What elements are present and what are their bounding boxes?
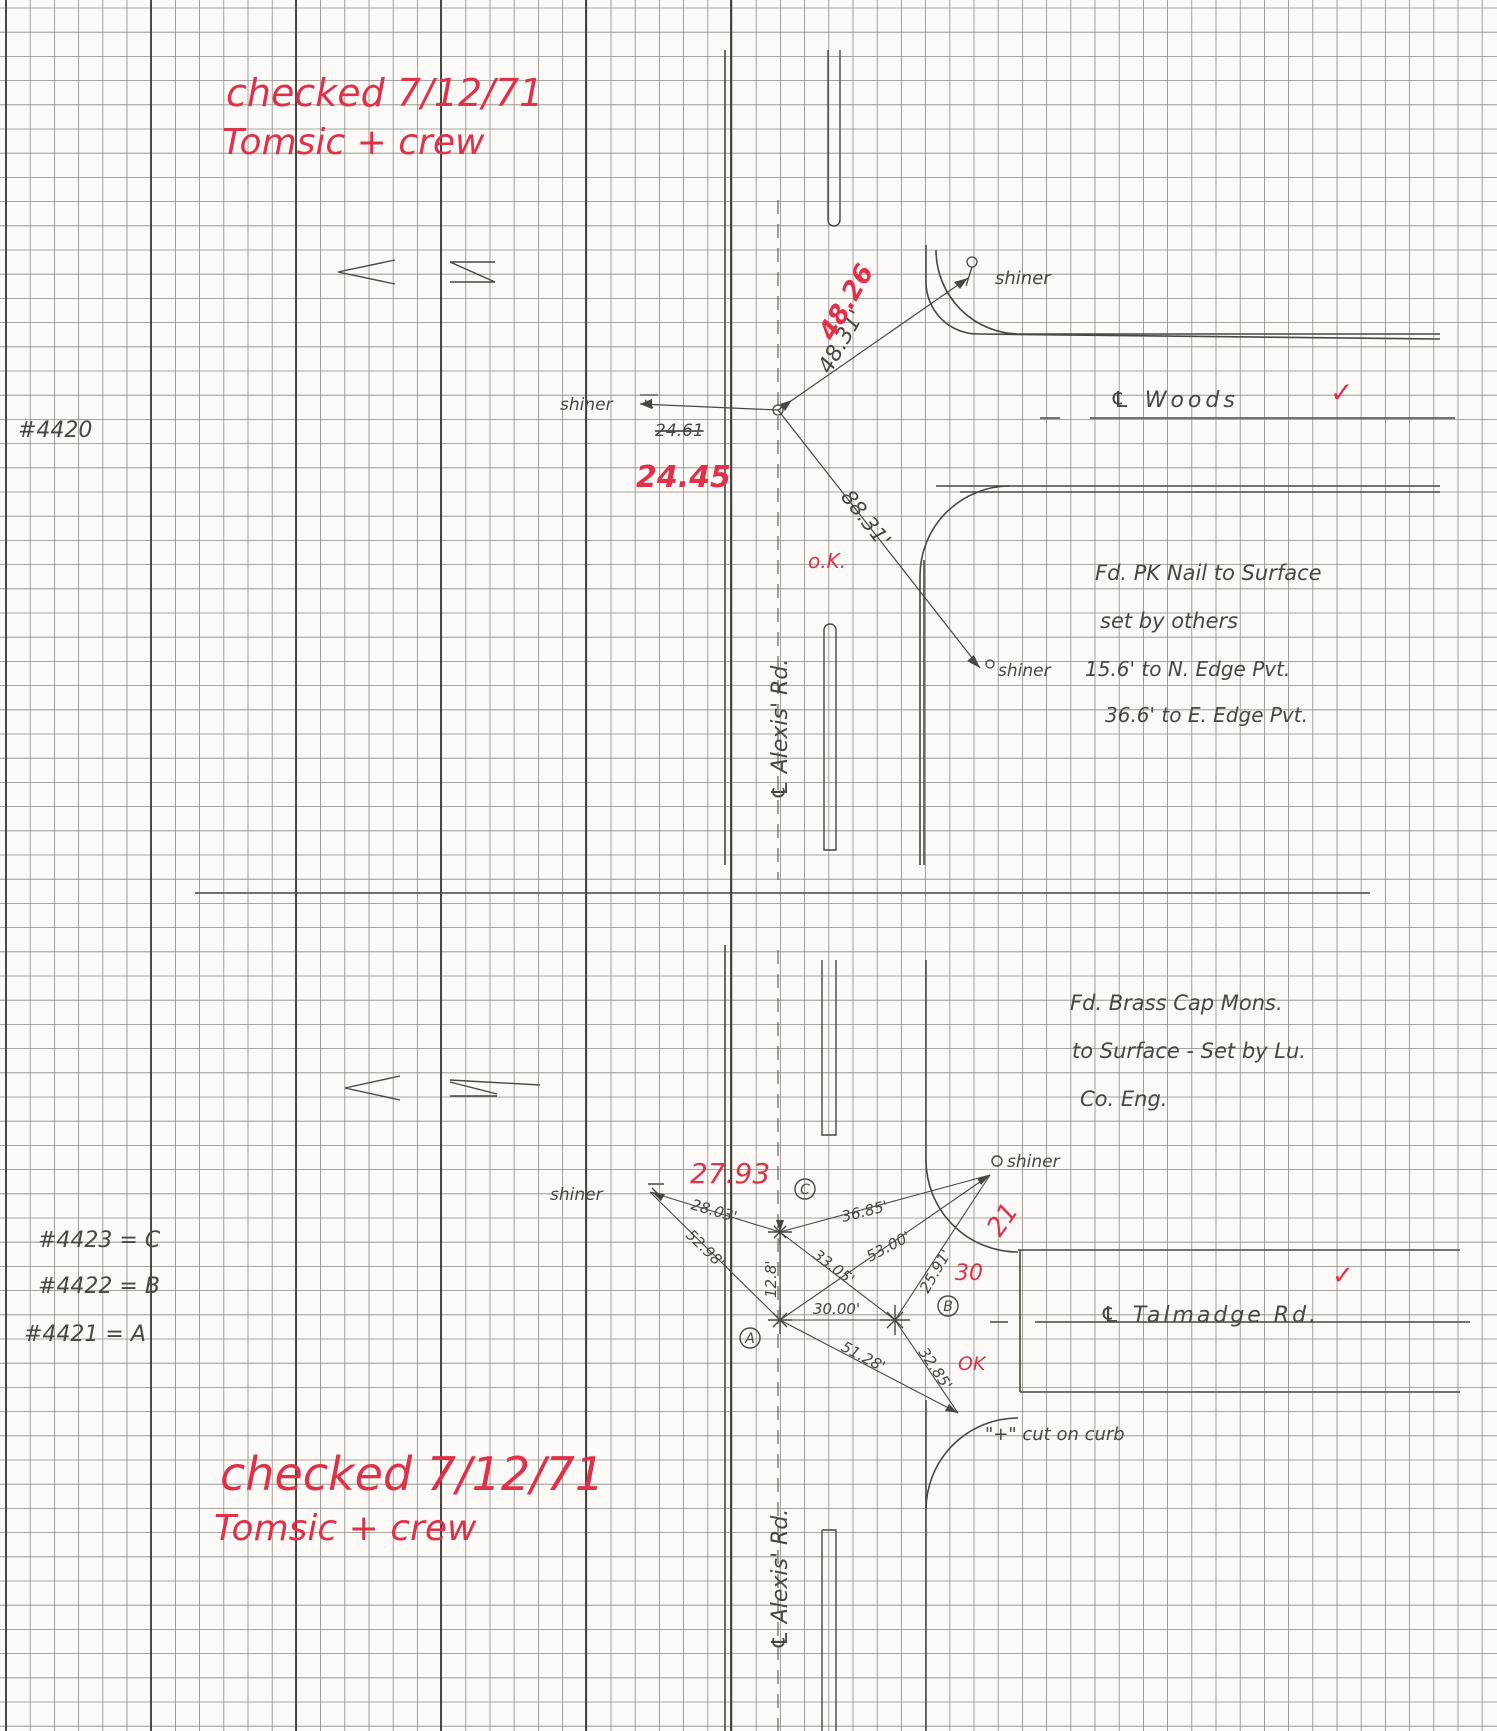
dist-w-struck: 24.61 (655, 421, 704, 441)
north-arrow-lower (344, 1075, 541, 1101)
dist-b-ne-check2: 30 (955, 1261, 983, 1286)
median-islands-lower (821, 960, 837, 1731)
shiner-w-lower-point (648, 1183, 664, 1197)
dist-w-check: 24.45 (636, 460, 731, 495)
note-upper-line1: Fd. PK Nail to Surface (1095, 561, 1322, 585)
curb-note: "+" cut on curb (985, 1424, 1125, 1445)
point-id-4421: #4421 = A (24, 1322, 146, 1347)
ray-arrowheads-upper (640, 278, 980, 668)
shiner-se-label: shiner (998, 661, 1052, 681)
tick-mark-lower: ✓ (1332, 1261, 1354, 1291)
survey-points-upper (640, 256, 995, 669)
check-note-line1: checked 7/12/71 (226, 71, 543, 115)
monument-b (880, 1305, 910, 1335)
shiner-ne-lower-label: shiner (1007, 1152, 1061, 1172)
road-lines-upper (195, 50, 1455, 894)
check-note-line2: Tomsic + crew (222, 122, 485, 163)
north-arrow-upper (337, 259, 496, 285)
dist-a-b: 30.00' (813, 1300, 860, 1318)
median-islands-upper (823, 50, 841, 851)
monument-c-tag (794, 1178, 816, 1200)
monument-a-tag (739, 1327, 761, 1349)
shiner-w-lower-label: shiner (550, 1185, 604, 1205)
road-lines-lower (724, 945, 1470, 1731)
note-upper-line3: 15.6' to N. Edge Pvt. (1085, 657, 1290, 681)
note-lower-line2: to Surface - Set by Lu. (1072, 1039, 1306, 1063)
point-id-4420: #4420 (18, 418, 92, 443)
alexis-rd-label-upper: ℄ Alexis' Rd. (768, 659, 793, 800)
shiner-w-point (640, 394, 658, 409)
note-lower-line1: Fd. Brass Cap Mons. (1070, 991, 1283, 1015)
note-lower-line3: Co. Eng. (1080, 1087, 1167, 1111)
shiner-ne-lower-point (991, 1155, 1003, 1167)
monument-c (768, 1220, 792, 1244)
note-upper-line2: set by others (1100, 609, 1238, 633)
woods-street-label: ℄ Woods (1110, 388, 1239, 413)
dist-c-a: 12.8' (762, 1260, 780, 1298)
check-note-lower: checked 7/12/71 Tomsic + crew (214, 1447, 604, 1549)
note-upper-line4: 36.6' to E. Edge Pvt. (1105, 703, 1308, 727)
monument-a (768, 1306, 792, 1334)
survey-rays-lower (649, 1174, 991, 1414)
alexis-rd-label-lower: ℄ Alexis' Rd. (768, 1509, 793, 1650)
monument-b-letter: B (943, 1299, 953, 1315)
tick-mark-upper: ✓ (1330, 376, 1353, 409)
point-id-4423: #4423 = C (38, 1228, 161, 1253)
ok-mark-upper: o.K. (808, 549, 846, 573)
monument-c-letter: C (800, 1182, 810, 1198)
pk-nail-point (772, 404, 784, 416)
shiner-w-label: shiner (560, 395, 614, 415)
monument-a-letter: A (744, 1331, 755, 1347)
check-note-upper: checked 7/12/71 Tomsic + crew (222, 71, 543, 163)
monuments (648, 1155, 1003, 1349)
shiner-se-point (985, 659, 995, 669)
ok-mark-lower: OK (958, 1353, 987, 1375)
check-note-lower-line1: checked 7/12/71 (220, 1447, 604, 1501)
shiner-ne-label: shiner (995, 268, 1052, 289)
survey-rays-upper (639, 277, 981, 669)
talmadge-street-label: ℄ Talmadge Rd. (1100, 1303, 1319, 1328)
check-note-lower-line2: Tomsic + crew (214, 1508, 477, 1549)
point-id-4422: #4422 = B (38, 1274, 160, 1299)
dist-c-w-check: 27.93 (690, 1157, 770, 1190)
monument-b-tag (937, 1295, 959, 1317)
monument-letters: C A B (744, 1182, 953, 1347)
